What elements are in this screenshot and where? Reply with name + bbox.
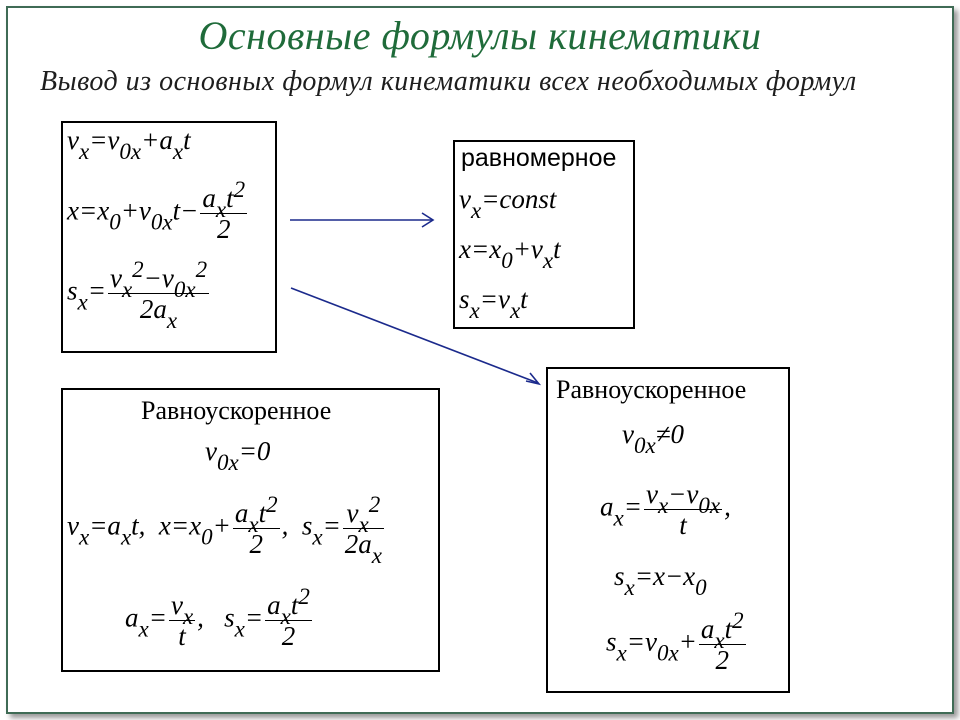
formula-uniform-velocity: vx=const (459, 184, 557, 223)
slide-subtitle: Вывод из основных формул кинематики всех… (40, 66, 857, 97)
formula-uniform-displacement: sx=vxt (459, 284, 528, 323)
arrow-to-accelerated (290, 287, 539, 384)
accelerated-left-heading: Равноускоренное (141, 396, 332, 425)
formula-velocity: vx=v0x+axt (67, 125, 191, 164)
formula-v0-zero: v0x=0 (205, 436, 271, 475)
uniform-motion-box: равномерное vx=const x=x0+vxt sx=vxt (453, 140, 635, 329)
formula-uniform-coordinate: x=x0+vxt (459, 234, 561, 273)
formula-displacement-coord: sx=x−x0 (614, 561, 707, 600)
slide-title: Основные формулы кинематики (198, 13, 762, 58)
uniform-heading: равномерное (461, 144, 617, 172)
arrow-to-uniform-head (421, 212, 435, 228)
accelerated-right-heading: Равноускоренное (556, 375, 747, 404)
formula-v0-nonzero: v0x≠0 (622, 419, 685, 458)
arrow-to-accelerated-head (525, 372, 542, 386)
